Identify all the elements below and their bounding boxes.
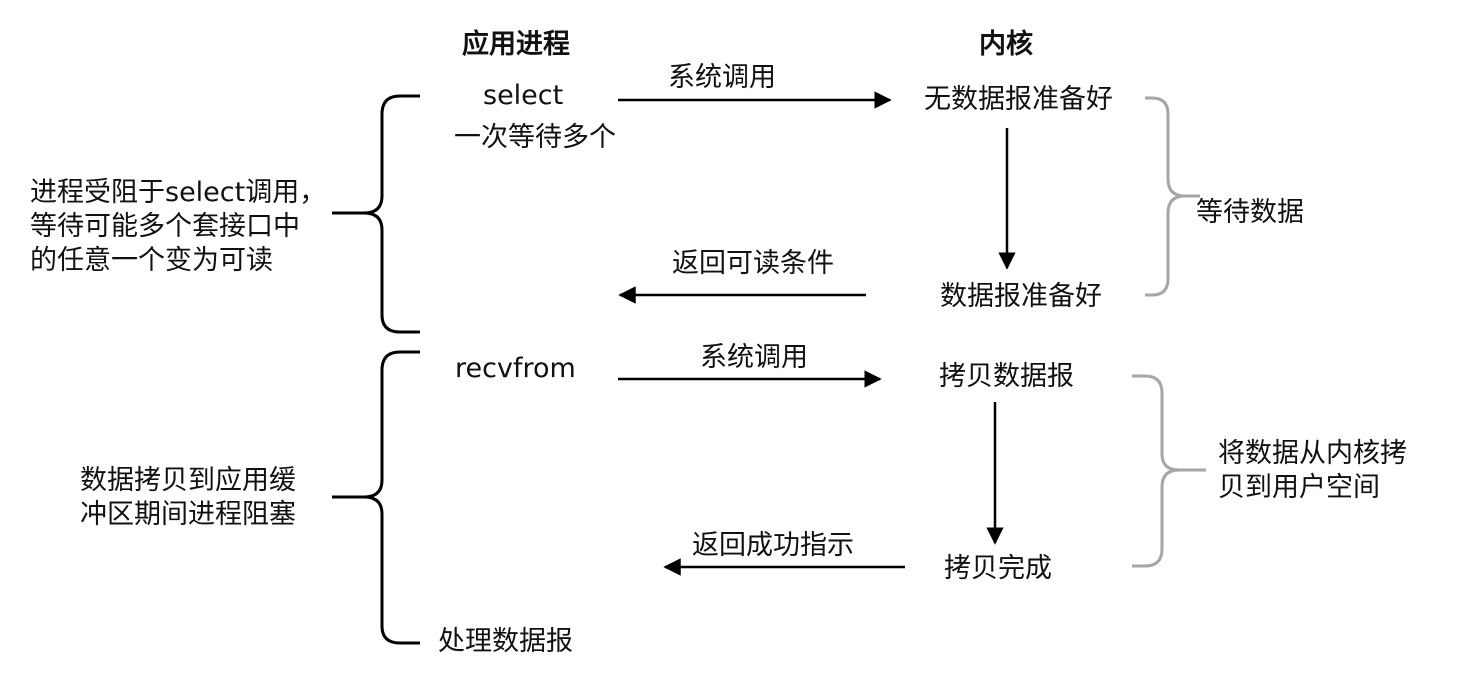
datagram-ready-label: 数据报准备好	[940, 281, 1102, 312]
right-brace-wait	[1145, 96, 1200, 297]
note-wait-data: 等待数据	[1196, 197, 1304, 228]
copy-done-label: 拷贝完成	[944, 553, 1052, 584]
return-readable-label: 返回可读条件	[672, 248, 834, 279]
note-blocked-copy-line-1: 数据拷贝到应用缓	[80, 465, 296, 496]
note-copy-to-user: 将数据从内核拷 贝到用户空间	[1218, 437, 1448, 505]
recvfrom-label: recvfrom	[455, 353, 576, 384]
note-blocked-copy-line-2: 冲区期间进程阻塞	[80, 499, 296, 530]
left-brace-recvfrom	[332, 350, 420, 645]
syscall-label-1: 系统调用	[668, 62, 776, 93]
header-kernel: 内核	[979, 29, 1033, 60]
note-blocked-select-line-3: 的任意一个变为可读	[30, 245, 273, 276]
note-blocked-select-line-1: 进程受阻于select调用，	[30, 177, 327, 208]
no-datagram-ready-label: 无数据报准备好	[924, 84, 1113, 115]
copy-datagram-label: 拷贝数据报	[939, 361, 1074, 392]
note-copy-to-user-line-2: 贝到用户空间	[1218, 472, 1380, 503]
left-brace-select	[332, 94, 420, 334]
right-brace-copy	[1132, 374, 1206, 568]
note-blocked-copy: 数据拷贝到应用缓 冲区期间进程阻塞	[80, 464, 340, 532]
return-success-label: 返回成功指示	[692, 530, 854, 561]
note-blocked-select: 进程受阻于select调用， 等待可能多个套接口中 的任意一个变为可读	[30, 176, 350, 278]
select-sub-label: 一次等待多个	[454, 122, 616, 153]
process-datagram-label: 处理数据报	[438, 626, 573, 657]
note-blocked-select-line-2: 等待可能多个套接口中	[30, 211, 300, 242]
syscall-label-2: 系统调用	[700, 342, 808, 373]
note-copy-to-user-line-1: 将数据从内核拷	[1218, 438, 1407, 469]
header-app-process: 应用进程	[462, 29, 570, 60]
select-label: select	[483, 80, 564, 111]
